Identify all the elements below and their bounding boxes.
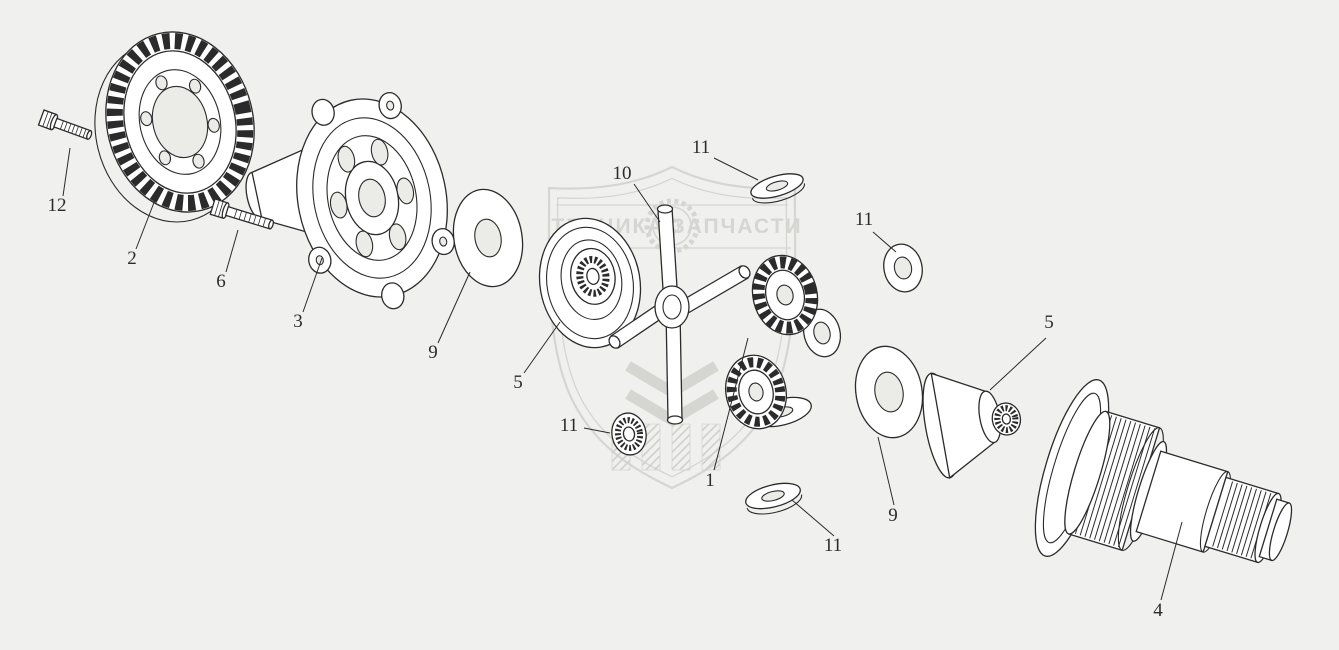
- leader-line: [437, 271, 471, 344]
- part-pinion-gear-1-upper: [751, 254, 819, 336]
- leader-line: [633, 183, 661, 223]
- callout-3-3: 3: [293, 257, 323, 332]
- callout-9-12: 9: [877, 436, 898, 526]
- callout-label: 5: [1044, 312, 1054, 333]
- part-side-gear-5-right: [922, 372, 1022, 479]
- callout-label: 9: [428, 342, 438, 363]
- callout-11-8: 11: [855, 209, 897, 253]
- part-spherical-washer: [802, 308, 842, 358]
- callout-5-13: 5: [989, 312, 1054, 391]
- leader-line: [713, 157, 759, 181]
- part-washer-9-right: [854, 345, 924, 439]
- leader-line: [872, 231, 897, 253]
- part-washer-9-left: [452, 188, 524, 288]
- part-diff-case-3: [245, 92, 455, 310]
- leader-line: [523, 321, 561, 374]
- callout-4-14: 4: [1153, 521, 1183, 621]
- leader-line: [713, 337, 749, 471]
- leader-line: [135, 199, 156, 250]
- watermark-text-right: ЗАПЧАСТИ: [671, 215, 802, 238]
- watermark-shield-outer: [547, 165, 797, 490]
- callout-label: 11: [824, 535, 842, 556]
- part-washer-11-bottom-left: [611, 412, 647, 456]
- callout-5-5: 5: [513, 321, 561, 393]
- callout-11-7: 11: [692, 137, 759, 181]
- callout-label: 10: [613, 163, 632, 184]
- leader-line: [877, 436, 895, 506]
- part-washer-11-right: [883, 243, 923, 293]
- callout-11-11: 11: [791, 499, 842, 556]
- leader-line: [62, 147, 71, 197]
- callout-9-4: 9: [428, 271, 471, 363]
- callout-label: 1: [705, 470, 715, 491]
- leader-line: [302, 257, 323, 313]
- part-bolt-12: [37, 109, 93, 141]
- callout-label: 9: [888, 505, 898, 526]
- part-bolt-6: [209, 198, 274, 230]
- callout-label: 3: [293, 311, 303, 332]
- leader-line: [1160, 521, 1183, 601]
- part-side-gear-5-left: [538, 217, 642, 349]
- callout-1-10: 1: [705, 337, 749, 491]
- callout-2-1: 2: [127, 199, 156, 269]
- callout-10-6: 10: [613, 163, 661, 223]
- callout-12-0: 12: [48, 147, 71, 216]
- leader-line: [225, 229, 239, 273]
- callout-label: 11: [855, 209, 873, 230]
- part-driven-gear-2: [94, 31, 255, 223]
- leader-line: [583, 427, 611, 434]
- part-output-shaft-4: [1034, 379, 1293, 564]
- leader-line: [989, 337, 1047, 391]
- part-washer-11-top: [750, 173, 805, 204]
- callout-label: 2: [127, 248, 137, 269]
- callout-label: 12: [48, 195, 67, 216]
- callout-label: 5: [513, 372, 523, 393]
- leader-line: [791, 499, 835, 537]
- part-washer-11-bottom: [745, 482, 803, 515]
- callout-11-9: 11: [560, 415, 611, 436]
- callout-6-2: 6: [216, 229, 239, 292]
- callout-label: 4: [1153, 600, 1163, 621]
- part-spider-10: [608, 204, 751, 425]
- callout-label: 11: [560, 415, 578, 436]
- callout-label: 6: [216, 271, 226, 292]
- callout-label: 11: [692, 137, 710, 158]
- watermark-shield-inner: [556, 177, 788, 478]
